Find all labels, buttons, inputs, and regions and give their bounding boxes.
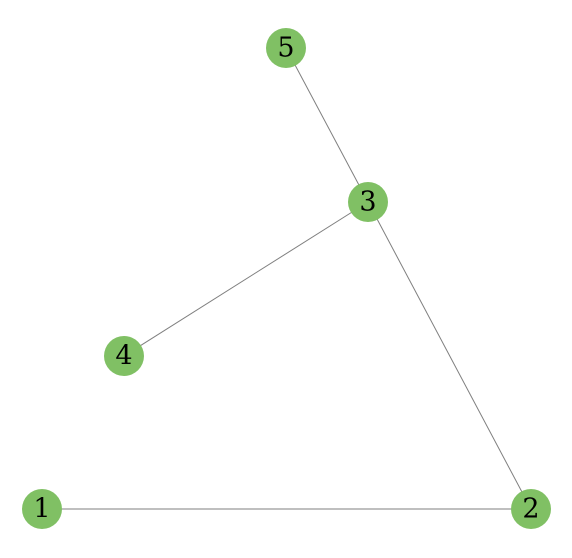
node-circle [104,336,144,376]
edge-3-5 [285,47,369,203]
node-label: 3 [359,187,376,218]
node-3: 3 [348,182,388,222]
node-label: 4 [115,341,132,372]
nodes-layer: 1 2 3 4 5 [22,28,551,529]
node-circle [22,489,62,529]
node-circle [511,489,551,529]
node-1: 1 [22,489,62,529]
node-label: 1 [33,494,50,525]
node-4: 4 [104,336,144,376]
node-5: 5 [266,28,306,68]
node-circle [348,182,388,222]
edges-layer [42,47,532,510]
node-label: 5 [277,33,294,64]
node-2: 2 [511,489,551,529]
edge-2-3 [367,201,532,510]
edge-3-4 [123,201,369,357]
node-label: 2 [522,494,539,525]
node-circle [266,28,306,68]
